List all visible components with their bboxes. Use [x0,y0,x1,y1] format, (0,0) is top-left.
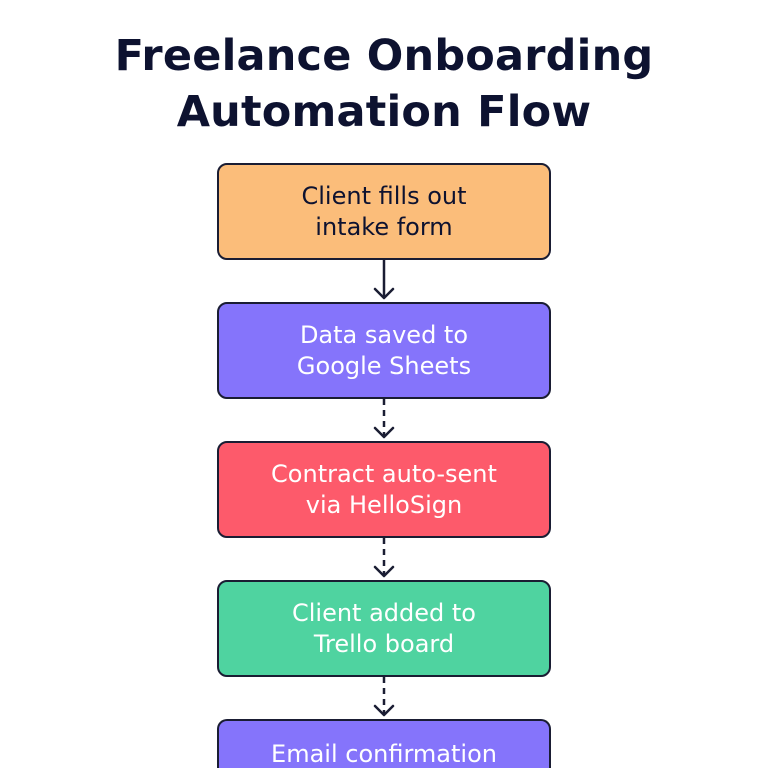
step-intake-form: Client fills out intake form [217,163,551,260]
step-label-line-1: Email confirmation [271,740,497,768]
step-trello-board: Client added to Trello board [217,580,551,677]
step-label-line-1: Client fills out [301,181,467,210]
step-label-line-2: via HelloSign [305,490,463,519]
step-label-line-1: Data saved to [299,320,469,349]
step-label-line-1: Contract auto-sent [271,459,497,488]
step-label-line-1: Client added to [291,598,476,627]
step-google-sheets: Data saved to Google Sheets [217,302,551,399]
step-email-confirmation: Email confirmation [217,719,551,768]
step-hellosign-contract: Contract auto-sent via HelloSign [217,441,551,538]
arrow-dashed [373,399,395,439]
arrow-dashed [373,677,395,717]
title-line-2: Automation Flow [176,87,592,137]
arrow-solid [373,260,395,300]
step-label-line-2: Trello board [313,629,455,658]
title-line-1: Freelance Onboarding [114,31,654,81]
step-label-line-2: intake form [315,212,453,241]
step-label-line-2: Google Sheets [296,351,472,380]
arrow-dashed [373,538,395,578]
diagram-title: Freelance Onboarding Automation Flow [0,28,768,140]
